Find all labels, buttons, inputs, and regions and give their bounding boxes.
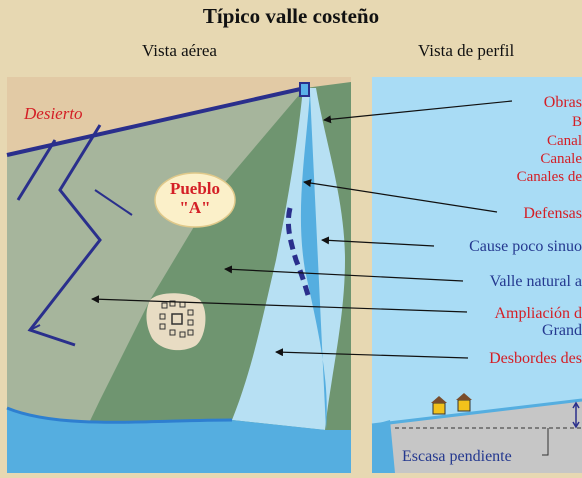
label-canales-de: Canales de — [517, 169, 582, 185]
ground-line — [371, 398, 582, 427]
river-water — [7, 92, 351, 473]
aerial-view-panel: Pueblo "A" Desierto — [6, 77, 351, 473]
arrow-defensas — [303, 179, 498, 213]
terrain-profile — [372, 400, 582, 473]
desert-label: Desierto — [23, 104, 83, 123]
label-b: B — [572, 114, 582, 130]
height-arrowheads — [572, 401, 580, 429]
label-obras: Obras — [544, 94, 582, 111]
arrow-valle — [224, 265, 464, 282]
label-canale: Canale — [540, 151, 582, 167]
main-canal — [6, 86, 306, 157]
secondary-canals — [16, 124, 102, 347]
town-badge — [154, 172, 236, 228]
intake-structure-icon — [299, 82, 310, 97]
profile-view-panel: Obras B Canal Canale Canales de Defensas… — [371, 77, 582, 473]
profile-view-label: Vista de perfil — [418, 41, 515, 60]
label-desbordes: Desbordes des — [489, 350, 582, 367]
arrow-obras — [323, 100, 513, 124]
label-valle: Valle natural a — [490, 273, 582, 290]
town-label-line2: "A" — [179, 198, 210, 217]
arrow-ampliacion — [91, 295, 468, 313]
shoreline — [6, 406, 233, 424]
tertiary-canals — [29, 189, 133, 331]
diagram-title: Típico valle costeño — [202, 4, 380, 28]
light-farmland-area — [7, 88, 305, 473]
aerial-view-label: Vista aérea — [142, 41, 217, 60]
label-cause: Cause poco sinuo — [469, 238, 582, 255]
house-icons — [431, 393, 472, 415]
sea-profile — [372, 420, 395, 473]
label-canal: Canal — [547, 133, 582, 149]
arrow-cause — [321, 236, 435, 247]
town-label-line1: Pueblo — [170, 179, 220, 198]
arrow-desbordes — [275, 348, 469, 359]
slope-callout-line — [542, 428, 549, 456]
levee-defenses — [285, 207, 311, 296]
river-floodplain — [232, 88, 345, 430]
label-escasa-pendiente: Escasa pendiente — [402, 448, 512, 465]
label-ampliacion: Ampliación d — [494, 305, 582, 322]
label-defensas: Defensas — [523, 205, 582, 222]
label-grand: Grand — [542, 322, 582, 339]
callout-arrows — [91, 100, 513, 359]
settlement-icon — [146, 293, 206, 351]
